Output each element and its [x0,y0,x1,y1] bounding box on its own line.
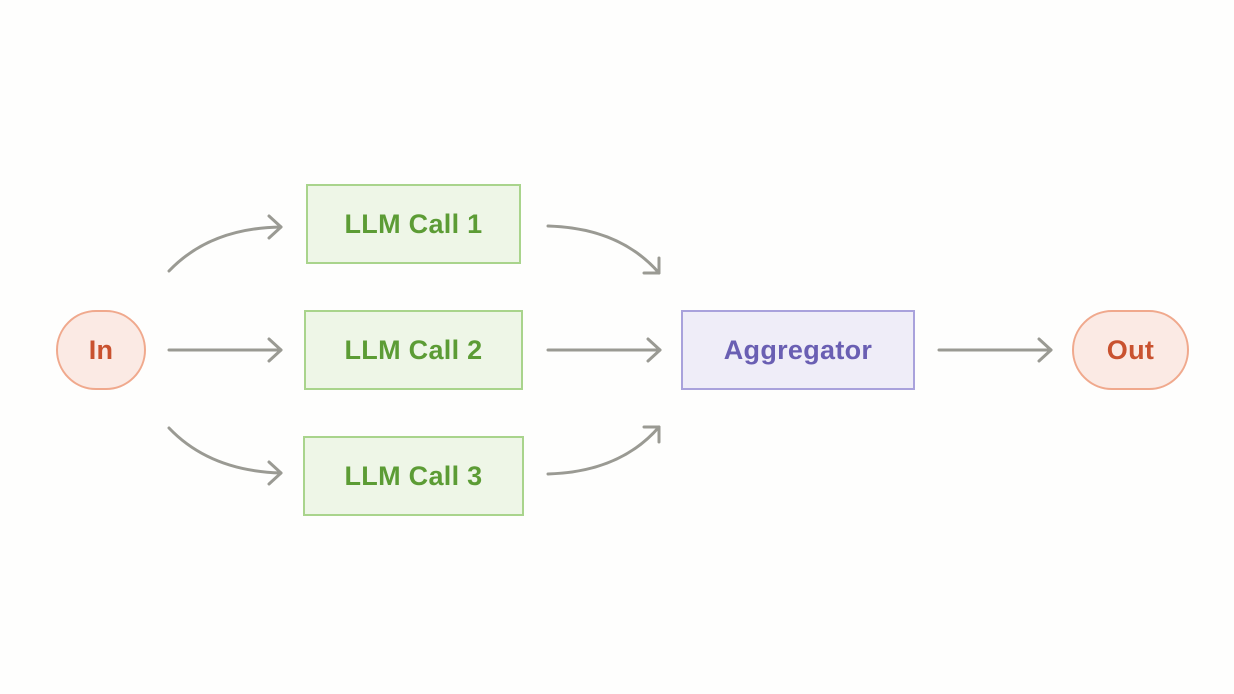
aggregator-label: Aggregator [723,334,873,365]
arrow-aggregator-to-out [937,337,1053,363]
arrow-in-to-llm3 [167,426,283,486]
arrow-llm2-to-aggregator [546,337,662,363]
llm-call-2-label: LLM Call 2 [344,334,483,365]
arrow-llm3-to-aggregator [546,425,661,476]
llm-call-1-node: LLM Call 1 [306,184,521,264]
llm-call-3-label: LLM Call 3 [344,460,483,491]
output-node-label: Out [1106,334,1155,365]
llm-call-3-node: LLM Call 3 [303,436,524,516]
aggregator-node: Aggregator [681,310,915,390]
llm-call-1-label: LLM Call 1 [344,208,483,239]
input-node: In [56,310,146,390]
arrow-in-to-llm2 [167,337,283,363]
llm-call-2-node: LLM Call 2 [304,310,523,390]
output-node: Out [1072,310,1189,390]
input-node-label: In [88,334,114,365]
arrow-in-to-llm1 [167,214,283,273]
arrow-llm1-to-aggregator [546,224,661,275]
